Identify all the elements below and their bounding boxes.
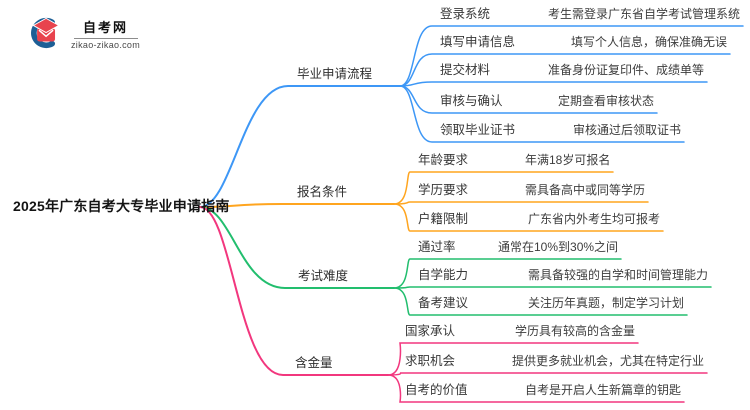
connector-line: [393, 201, 649, 205]
connector-line: [387, 374, 685, 403]
connector-line: [199, 85, 401, 208]
connector-line: [399, 85, 685, 143]
logo-url: zikao-zikao.com: [71, 39, 141, 50]
connector-line: [387, 372, 708, 376]
subtopic-description: 关注历年真题，制定学习计划: [528, 296, 685, 310]
connector-line: [393, 203, 664, 232]
subtopic-label: 备考建议: [418, 296, 469, 310]
logo-divider: [73, 37, 138, 39]
branch-topic-label: 考试难度: [298, 269, 349, 283]
subtopic-label: 审核与确认: [440, 94, 503, 108]
subtopic-label: 填写申请信息: [440, 35, 516, 49]
subtopic-label: 登录系统: [440, 7, 491, 21]
connector-line: [393, 287, 688, 316]
branch-topic-label: 毕业申请流程: [297, 67, 373, 81]
connector-line: [199, 203, 395, 208]
subtopic-label: 自考的价值: [405, 383, 468, 397]
subtopic-description: 审核通过后领取证书: [573, 123, 682, 137]
logo-title: 自考网: [83, 19, 129, 35]
site-logo: 自考网 zikao-zikao.com: [30, 16, 140, 50]
subtopic-label: 提交材料: [440, 63, 491, 77]
branch-topic-label: 报名条件: [297, 185, 348, 199]
subtopic-label: 年龄要求: [418, 153, 469, 167]
subtopic-description: 自考是开启人生新篇章的钥匙: [525, 383, 682, 397]
subtopic-label: 户籍限制: [418, 212, 469, 226]
subtopic-description: 填写个人信息，确保准确无误: [571, 35, 728, 49]
subtopic-label: 领取毕业证书: [440, 123, 516, 137]
subtopic-label: 求职机会: [405, 354, 456, 368]
subtopic-description: 学历具有较高的含金量: [515, 324, 636, 338]
subtopic-description: 定期查看审核状态: [558, 94, 655, 108]
branch-topic-label: 含金量: [295, 356, 333, 370]
subtopic-description: 提供更多就业机会，尤其在特定行业: [512, 354, 705, 368]
connector-line: [399, 53, 731, 87]
logo-text-block: 自考网 zikao-zikao.com: [71, 17, 140, 50]
subtopic-description: 年满18岁可报名: [525, 153, 611, 167]
subtopic-description: 通常在10%到30%之间: [498, 240, 619, 254]
subtopic-label: 自学能力: [418, 268, 469, 282]
subtopic-label: 学历要求: [418, 183, 469, 197]
connector-line: [393, 258, 622, 289]
connector-line: [199, 206, 395, 289]
subtopic-description: 广东省内外考生均可报考: [528, 212, 661, 226]
connector-line: [399, 25, 744, 87]
subtopic-description: 需具备较强的自学和时间管理能力: [528, 268, 709, 282]
connector-line: [387, 342, 639, 376]
connector-line: [399, 81, 708, 87]
root-topic: 2025年广东自考大专毕业申请指南: [13, 198, 230, 214]
connector-line: [393, 286, 712, 289]
connector-line: [393, 171, 614, 205]
subtopic-label: 国家承认: [405, 324, 456, 338]
subtopic-description: 考生需登录广东省自学考试管理系统: [548, 7, 741, 21]
subtopic-label: 通过率: [418, 240, 456, 254]
connector-line: [199, 206, 389, 376]
subtopic-description: 需具备高中或同等学历: [525, 183, 646, 197]
graduation-cap-icon: [31, 17, 60, 49]
subtopic-description: 准备身份证复印件、成绩单等: [548, 63, 705, 77]
